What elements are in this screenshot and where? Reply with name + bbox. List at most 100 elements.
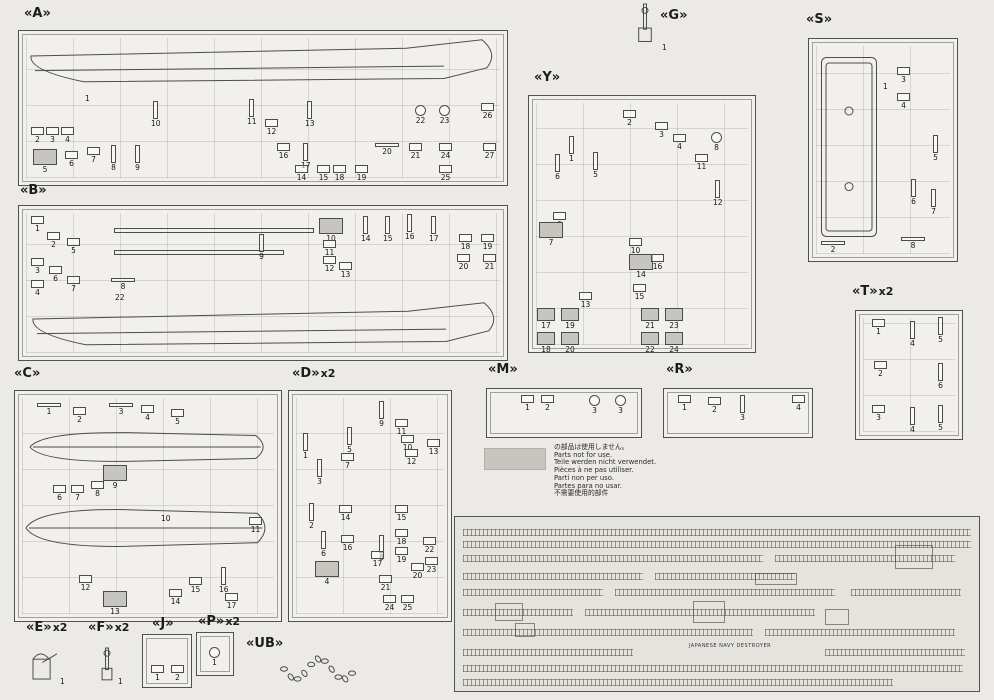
sprue-P-multiplier: x2 xyxy=(225,615,241,628)
part-number: 14 xyxy=(636,270,646,279)
part-number: 24 xyxy=(384,603,395,612)
part-A-4: 4 xyxy=(61,127,74,144)
part-S-6: 6 xyxy=(911,179,916,206)
part-M-3: 3 xyxy=(615,395,626,415)
sprue-B-label: «B» xyxy=(20,183,47,198)
part-shape xyxy=(135,145,140,163)
part-number: 13 xyxy=(340,270,351,279)
part-shape xyxy=(363,216,369,234)
part-A-10: 10 xyxy=(151,101,161,128)
part-C-15: 15 xyxy=(189,577,202,594)
part-B-21: 21 xyxy=(483,254,496,271)
part-number: 2 xyxy=(309,521,314,530)
etch-railing-strip xyxy=(765,629,955,636)
part-number: 5 xyxy=(347,445,352,454)
part-number: 4 xyxy=(65,135,70,144)
part-shape xyxy=(317,165,330,173)
part-number: 18 xyxy=(460,242,471,251)
sprue-P-label: «P»x2 xyxy=(198,614,241,629)
part-number: 12 xyxy=(713,198,723,207)
part-A-20: 20 xyxy=(375,143,399,156)
part-A-5: 5 xyxy=(33,149,57,174)
part-number: 6 xyxy=(911,197,916,206)
part-number: 2 xyxy=(878,369,883,378)
part-number: 20 xyxy=(412,571,423,580)
part-J-2: 2 xyxy=(171,665,184,682)
part-B-9: 9 xyxy=(259,234,264,261)
part-shape xyxy=(401,435,414,443)
part-Y-24: 24 xyxy=(665,332,683,354)
part-number: 24 xyxy=(440,151,451,160)
etch-part xyxy=(693,601,725,623)
part-A-16: 16 xyxy=(277,143,290,160)
part-shape xyxy=(65,151,78,159)
part-number: 21 xyxy=(380,583,391,592)
part-B-2: 2 xyxy=(47,232,60,249)
part-shape xyxy=(938,363,943,381)
part-shape xyxy=(31,216,44,224)
part-shape xyxy=(46,127,59,135)
part-P-1: 1 xyxy=(209,647,220,667)
gray-part-swatch xyxy=(484,448,546,470)
part-shape xyxy=(323,240,336,248)
part-B-14: 14 xyxy=(361,216,371,243)
part-Y-19: 19 xyxy=(561,308,579,330)
sprue-D-multiplier: x2 xyxy=(320,367,336,380)
part-C-5: 5 xyxy=(171,409,184,426)
part-Y-23: 23 xyxy=(665,308,683,330)
sprue-Y: 123485611129710141613151719182021232224 xyxy=(528,95,756,354)
part-shape xyxy=(481,234,494,242)
part-B-11: 11 xyxy=(323,240,336,257)
sprue-UB xyxy=(278,646,358,692)
sprue-E-multiplier: x2 xyxy=(52,621,68,634)
part-number: 7 xyxy=(931,207,936,216)
etch-railing-strip xyxy=(463,555,763,562)
legend-text: の部品は使用しません。 Parts not for use. Teile wer… xyxy=(554,443,656,498)
part-shape xyxy=(665,308,683,321)
part-number: 1 xyxy=(212,658,217,667)
part-R-4: 4 xyxy=(792,395,805,412)
gun-silhouette xyxy=(101,647,113,681)
part-number: 3 xyxy=(317,477,322,486)
part-shape xyxy=(395,505,408,513)
part-D-3: 3 xyxy=(317,459,322,486)
part-shape xyxy=(537,308,555,321)
part-number: 1 xyxy=(303,451,308,460)
part-number: 4 xyxy=(324,577,330,586)
etch-part xyxy=(825,609,849,625)
part-D-19: 19 xyxy=(395,547,408,564)
etch-part xyxy=(895,545,933,569)
sprue-G-label: «G» xyxy=(660,8,688,23)
part-shape xyxy=(91,481,104,489)
part-number: 17 xyxy=(372,559,383,568)
deck-silhouette xyxy=(25,509,266,547)
part-shape xyxy=(37,403,61,407)
part-S-7: 7 xyxy=(931,189,936,216)
sprue-E-label: «E»x2 xyxy=(26,620,68,635)
part-T-3: 3 xyxy=(872,405,885,422)
part-number: 26 xyxy=(482,111,493,120)
part-number: 13 xyxy=(110,607,120,616)
part-A-3: 3 xyxy=(46,127,59,144)
part-shape xyxy=(341,535,354,543)
part-T-5: 5 xyxy=(938,405,943,432)
part-shape xyxy=(740,395,745,413)
etch-railing-strip xyxy=(851,589,961,596)
part-number: 19 xyxy=(356,173,367,182)
part-M-2: 2 xyxy=(541,395,554,412)
part-number: 3 xyxy=(740,413,745,422)
sprue-P: 1 xyxy=(196,632,234,676)
part-shape xyxy=(411,563,424,571)
part-number: 3 xyxy=(618,406,623,415)
part-shape xyxy=(655,122,668,130)
part-number: 21 xyxy=(645,321,655,330)
part-A-1: 1 xyxy=(85,95,90,103)
part-shape xyxy=(933,135,938,153)
part-D-22: 22 xyxy=(423,537,436,554)
part-shape xyxy=(589,395,600,406)
part-number: 8 xyxy=(95,489,100,498)
part-number: 5 xyxy=(938,335,943,344)
